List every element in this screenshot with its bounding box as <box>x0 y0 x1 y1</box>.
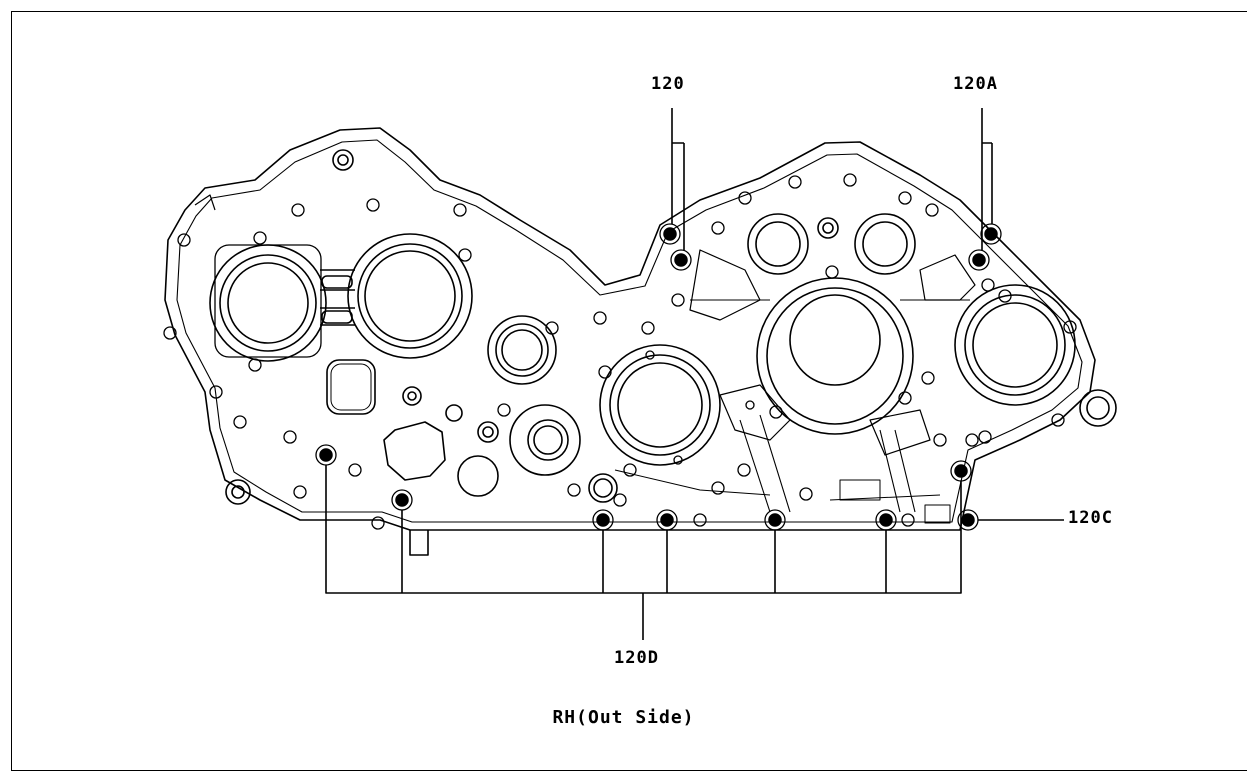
view-caption: RH(Out Side) <box>552 707 695 728</box>
bolt-120-upper <box>663 227 677 241</box>
leader-120 <box>671 108 685 250</box>
bolt-120d-4 <box>660 513 674 527</box>
leader-120d <box>325 465 962 640</box>
bolt-120a-upper <box>984 227 998 241</box>
bolt-120d-7 <box>954 464 968 478</box>
right-bores <box>599 213 1117 524</box>
boss-holes <box>163 173 1077 530</box>
leader-120a <box>981 108 993 250</box>
leader-lines <box>325 108 1064 640</box>
callout-120a: 120A <box>953 74 998 94</box>
callout-120: 120 <box>651 74 685 94</box>
bolt-120d-6 <box>879 513 893 527</box>
callout-120c: 120C <box>1068 508 1113 528</box>
bolt-120d-3 <box>596 513 610 527</box>
bolt-120d-2 <box>395 493 409 507</box>
callout-120d: 120D <box>614 648 659 668</box>
bolt-120d-1 <box>319 448 333 462</box>
crankcase-drawing <box>163 108 1117 640</box>
housing-outline <box>164 127 1096 531</box>
bolt-120d-5 <box>768 513 782 527</box>
callout-bolts <box>319 227 998 527</box>
bolt-120-lower <box>674 253 688 267</box>
bolt-120a-lower <box>972 253 986 267</box>
bolt-120c <box>961 513 975 527</box>
left-bores <box>209 149 618 505</box>
